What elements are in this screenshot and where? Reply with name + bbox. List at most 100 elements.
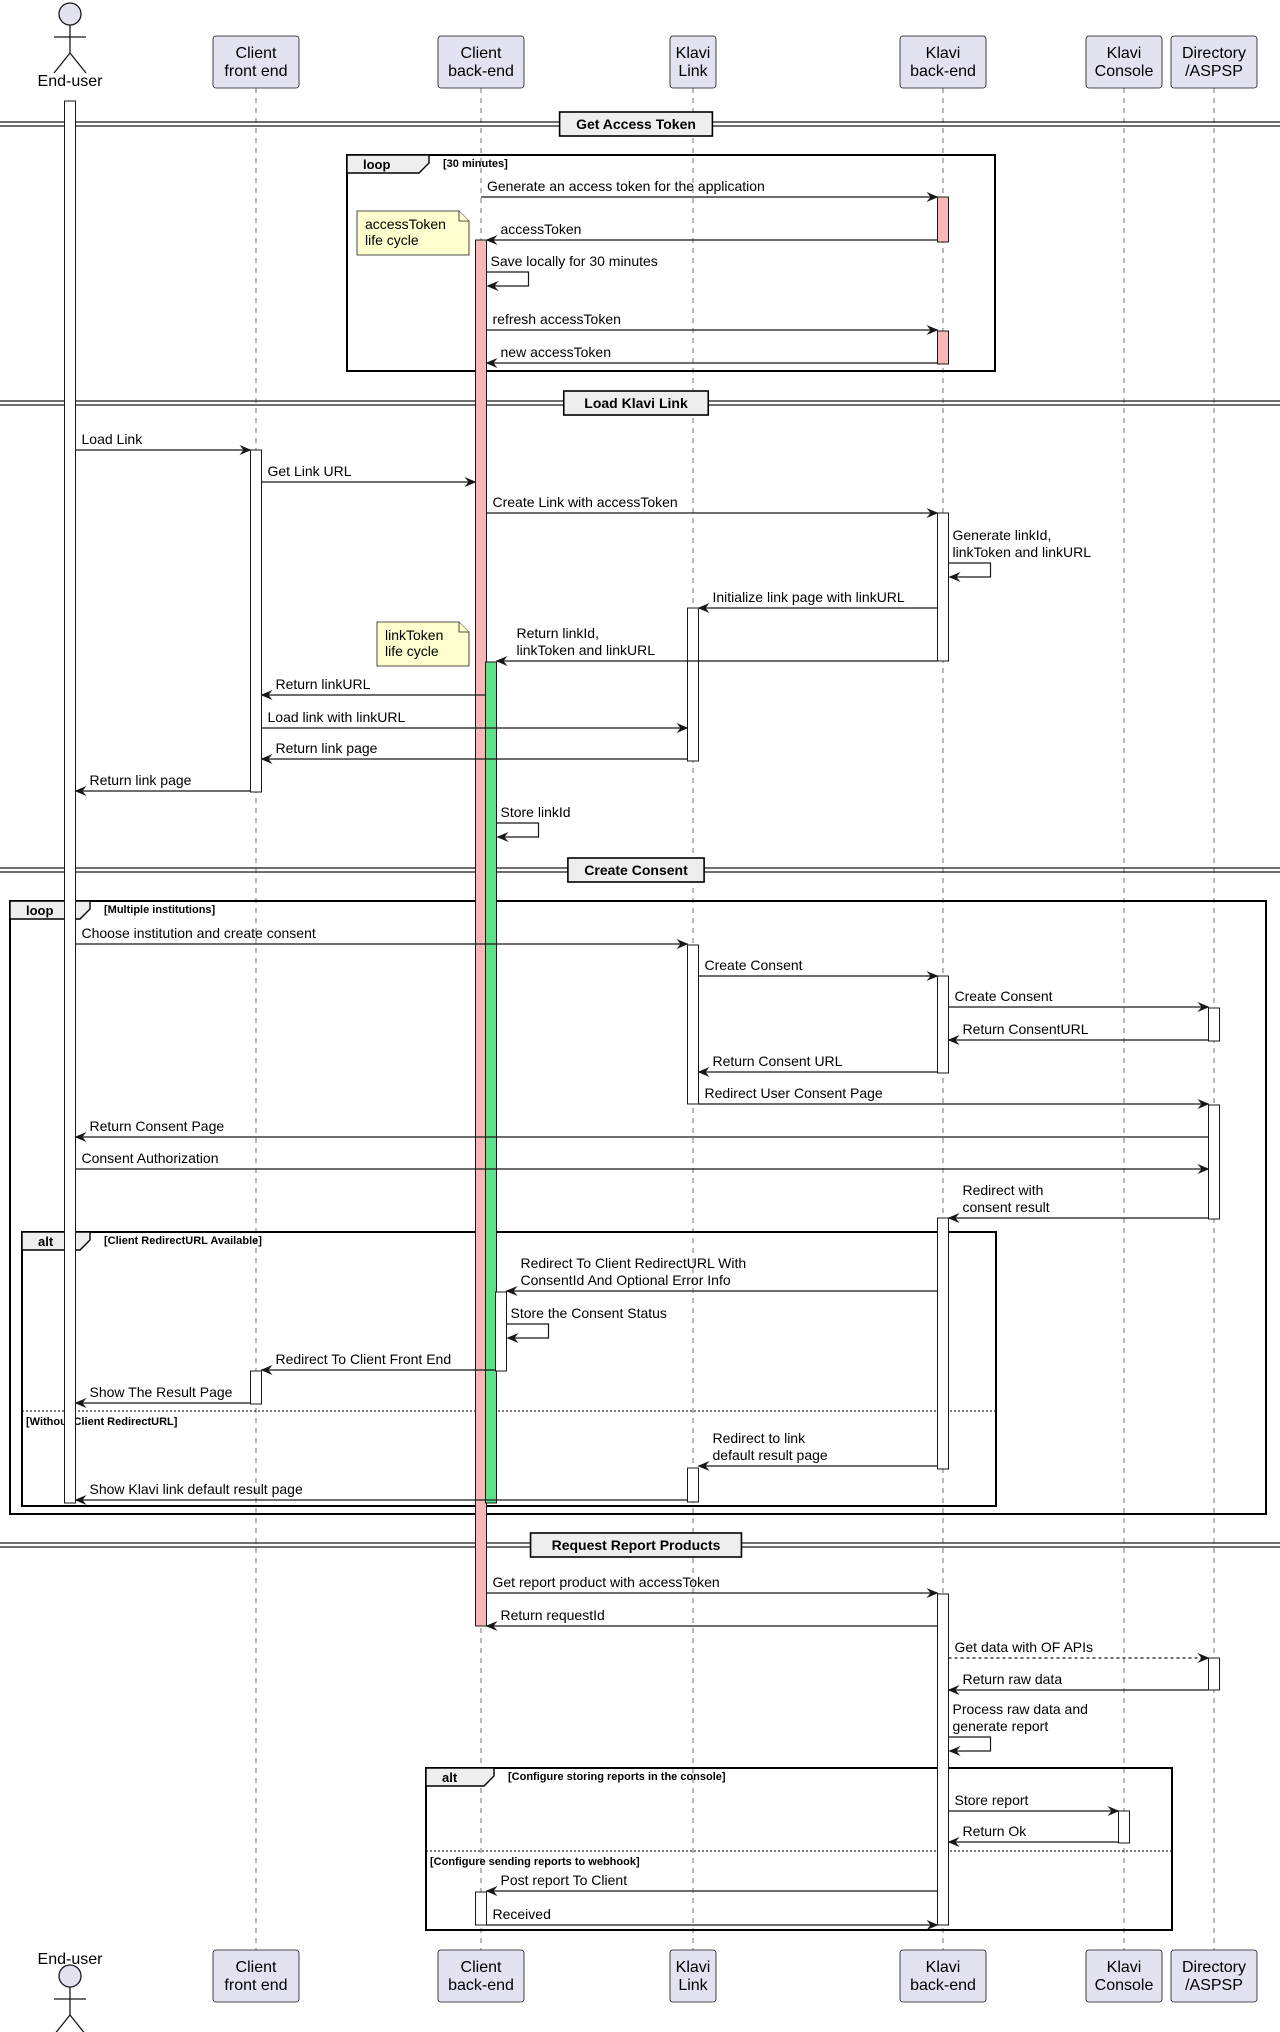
participant-box xyxy=(1170,1949,1258,2003)
message-cbe-to-cfe: Return linkURL xyxy=(260,676,486,700)
participant-label: Client xyxy=(236,45,277,62)
message-cfe-to-user: Show The Result Page xyxy=(74,1384,251,1408)
fragment-alt: alt [Client RedirectURL Available] [Withou… xyxy=(21,1231,997,1507)
fragment-condition: [Client RedirectURL Available] xyxy=(104,1235,262,1247)
message-label: Process raw data and xyxy=(953,1701,1088,1717)
fragment-loop: loop[Multiple institutions] xyxy=(9,900,1267,1515)
message-label: Save locally for 30 minutes xyxy=(491,253,658,269)
participant-label: /ASPSP xyxy=(1185,63,1243,80)
message-label: accessToken xyxy=(501,221,582,237)
activation-bar xyxy=(485,661,497,1504)
section-divider: Request Report Products xyxy=(0,1532,1280,1558)
activation-bar xyxy=(937,512,949,662)
participant-label: Directory xyxy=(1182,45,1246,62)
activation-bar xyxy=(937,330,949,365)
participant-label: Client xyxy=(461,1959,502,1976)
message-kbe-to-console: Store report xyxy=(948,1792,1120,1816)
activation-bar xyxy=(64,100,76,1504)
message-label: default result page xyxy=(713,1447,828,1463)
participant-user-bottom: End-user xyxy=(38,1951,104,2032)
message-label: Return link page xyxy=(90,772,192,788)
fragment-condition: [Configure storing reports in the consol… xyxy=(508,1771,726,1783)
participant-box xyxy=(669,35,717,89)
message-label: Post report To Client xyxy=(501,1872,628,1888)
participant-label: front end xyxy=(224,63,287,80)
participant-label: Client xyxy=(461,45,502,62)
message-label: linkToken and linkURL xyxy=(953,544,1092,560)
activation-bar xyxy=(687,944,699,1105)
participant-box xyxy=(1170,35,1258,89)
message-kbe-to-link: Initialize link page with linkURL xyxy=(697,589,938,613)
message-label: Store report xyxy=(955,1792,1029,1808)
message-cbe-to-kbe: Received xyxy=(486,1906,939,1930)
fragment-kind-label: alt xyxy=(38,1234,54,1249)
activation-bar xyxy=(937,975,949,1074)
message-label: Load link with linkURL xyxy=(268,709,406,725)
message-label: Redirect with xyxy=(963,1182,1044,1198)
message-label: Return Ok xyxy=(963,1823,1028,1839)
participant-label: front end xyxy=(224,1977,287,1994)
message-label: Redirect To Client RedirectURL With xyxy=(521,1255,747,1271)
participant-box xyxy=(212,1949,300,2003)
participant-label: Klavi xyxy=(1107,45,1142,62)
message-cbe-to-kbe: Generate an access token for the applica… xyxy=(481,178,939,202)
message-label: Get report product with accessToken xyxy=(493,1574,720,1590)
participant-label: back-end xyxy=(448,1977,514,1994)
message-link-to-dir: Redirect User Consent Page xyxy=(698,1085,1210,1109)
message-label: consent result xyxy=(963,1199,1050,1215)
message-label: Return link page xyxy=(276,740,378,756)
participant-label: back-end xyxy=(910,63,976,80)
message-kbe-to-dir: Get data with OF APIs xyxy=(948,1639,1210,1663)
message-label: refresh accessToken xyxy=(493,311,621,327)
message-label: Redirect To Client Front End xyxy=(276,1351,452,1367)
activation-bar xyxy=(250,449,262,793)
message-dir-to-kbe: Return ConsentURL xyxy=(947,1021,1209,1045)
message-label: Received xyxy=(493,1906,551,1922)
participant-box xyxy=(437,1949,525,2003)
message-label: Generate an access token for the applica… xyxy=(487,178,765,194)
message-label: Generate linkId, xyxy=(953,527,1052,543)
message-link-to-user: Show Klavi link default result page xyxy=(74,1481,688,1505)
fragment-loop: loop[30 minutes] xyxy=(346,154,996,372)
message-dir-to-kbe: Return raw data xyxy=(947,1671,1209,1695)
note-text: accessToken xyxy=(365,216,446,232)
message-label: ConsentId And Optional Error Info xyxy=(521,1272,731,1288)
participant-label: End-user xyxy=(38,73,104,90)
message-cfe-to-cbe: Get Link URL xyxy=(261,463,477,487)
participant-label: End-user xyxy=(38,1951,104,1968)
message-cbe-to-cbe: Store linkId xyxy=(496,804,571,842)
actor-head-icon xyxy=(58,2,82,26)
message-label: Return Consent URL xyxy=(713,1053,843,1069)
message-user-to-dir: Consent Authorization xyxy=(75,1150,1210,1174)
message-kbe-to-cbe: Post report To Client xyxy=(485,1872,938,1896)
participant-box xyxy=(212,35,300,89)
fragment-else-condition: [Without Client RedirectURL] xyxy=(26,1416,178,1428)
message-label: Redirect User Consent Page xyxy=(705,1085,883,1101)
message-user-to-cfe: Load Link xyxy=(75,431,252,455)
message-kbe-to-kbe: Generate linkId,linkToken and linkURL xyxy=(948,527,1092,582)
participant-box xyxy=(899,35,987,89)
message-label: Initialize link page with linkURL xyxy=(713,589,905,605)
message-kbe-to-dir: Create Consent xyxy=(948,988,1210,1012)
section-divider: Get Access Token xyxy=(0,111,1280,137)
note-text: linkToken xyxy=(385,627,443,643)
activation-bar xyxy=(250,1370,262,1405)
message-cbe-to-cbe: Save locally for 30 minutes xyxy=(486,253,658,291)
fragment-condition: [30 minutes] xyxy=(443,158,508,170)
activation-bar xyxy=(687,1467,699,1503)
activation-bar xyxy=(937,196,949,243)
message-cfe-to-user: Return link page xyxy=(74,772,251,796)
participant-label: Klavi xyxy=(926,1959,961,1976)
activation-bar xyxy=(1118,1810,1130,1844)
participant-label: Console xyxy=(1095,1977,1154,1994)
fragment-kind-label: alt xyxy=(442,1770,458,1785)
message-kbe-to-cbe: Redirect To Client RedirectURL With Cons… xyxy=(505,1255,938,1296)
message-label: Show The Result Page xyxy=(90,1384,233,1400)
